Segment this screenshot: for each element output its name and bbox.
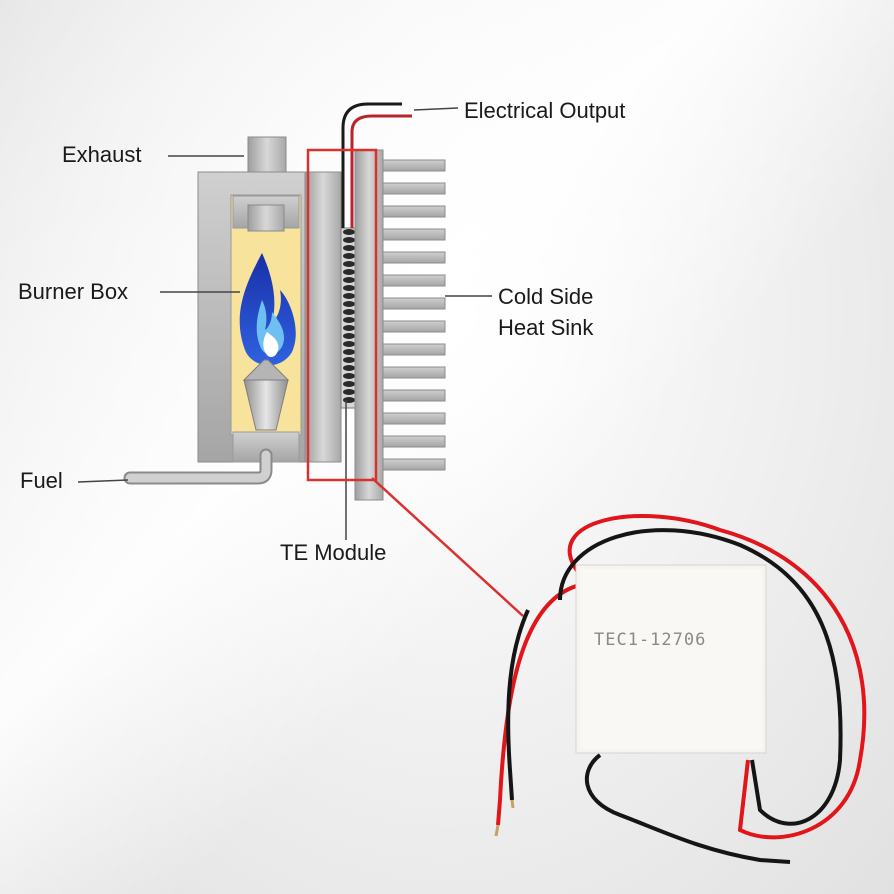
te-junction [343, 373, 355, 379]
heat-sink-fin [382, 205, 446, 218]
te-junction [343, 365, 355, 371]
label-cold-side: Cold Side [498, 284, 593, 309]
te-junction [343, 341, 355, 347]
te-junction [343, 253, 355, 259]
te-module-stack [340, 227, 358, 409]
label-burner-box: Burner Box [18, 279, 128, 304]
label-fuel: Fuel [20, 468, 63, 493]
te-junction [343, 309, 355, 315]
heat-sink-fin [382, 366, 446, 379]
label-heat-sink: Heat Sink [498, 315, 594, 340]
exhaust-pipe [247, 136, 287, 176]
heat-sink-fin [382, 389, 446, 402]
leader-lines [77, 107, 492, 540]
heat-sink-fin [382, 343, 446, 356]
hot-side-plate [304, 171, 342, 463]
black-wire [558, 528, 843, 826]
heat-sink-fin [382, 228, 446, 241]
heat-sink-fin [382, 320, 446, 333]
te-junction [343, 229, 355, 235]
tec-module-photo: TEC1-12706 [494, 513, 867, 864]
te-junction [343, 301, 355, 307]
te-junction [343, 333, 355, 339]
heat-sink-fin [382, 159, 446, 172]
heat-sink-fin [382, 412, 446, 425]
te-junction [343, 389, 355, 395]
te-junction [343, 269, 355, 275]
fuel-pipe [123, 448, 273, 485]
heat-sink-fin [382, 458, 446, 471]
heat-sink-fin [382, 297, 446, 310]
te-junction [343, 237, 355, 243]
te-junction [343, 397, 355, 403]
heat-sink-fin [382, 251, 446, 264]
electrical-output-wires [341, 102, 412, 228]
te-junction [343, 285, 355, 291]
flame-icon [239, 253, 296, 366]
te-junction [343, 357, 355, 363]
te-junction [343, 381, 355, 387]
label-te-module: TE Module [280, 540, 386, 565]
burner-nozzle [242, 359, 290, 431]
heat-sink-fin [382, 435, 446, 448]
label-electrical-output: Electrical Output [464, 98, 625, 123]
tec-part-number: TEC1-12706 [594, 630, 706, 650]
red-wire [567, 513, 867, 840]
te-junction [343, 245, 355, 251]
te-junction [343, 277, 355, 283]
te-junction [343, 349, 355, 355]
te-junction [343, 293, 355, 299]
te-junction [343, 261, 355, 267]
heat-sink-fin [382, 182, 446, 195]
te-module-highlight [306, 148, 524, 617]
te-junction [343, 317, 355, 323]
te-junction [343, 325, 355, 331]
cold-side-heat-sink [354, 149, 446, 501]
label-exhaust: Exhaust [62, 142, 142, 167]
heat-sink-fin [382, 274, 446, 287]
